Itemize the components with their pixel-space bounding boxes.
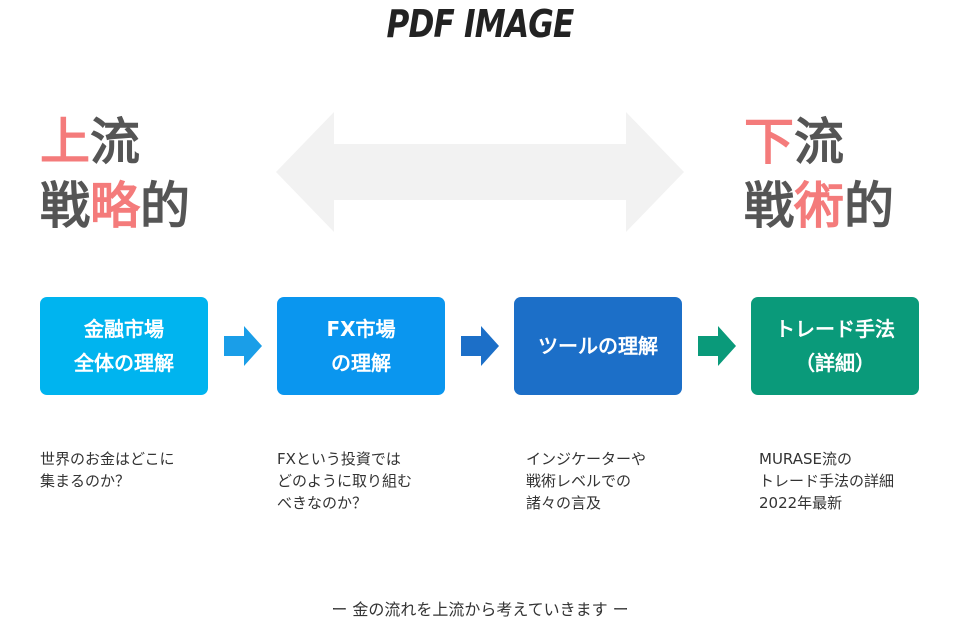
description-line: FXという投資では: [277, 450, 401, 468]
heading-flow-char: 流: [794, 113, 844, 171]
step-box-line2: 全体の理解: [74, 351, 174, 375]
description-line: MURASE流の: [759, 450, 852, 468]
step-description-financial-market: 世界のお金はどこに 集まるのか？: [40, 448, 175, 492]
step-box-fx-market: FX市場 の理解: [277, 297, 445, 395]
step-box-financial-market: 金融市場 全体の理解: [40, 297, 208, 395]
right-arrow-icon: [698, 326, 736, 366]
heading-war-char: 戦: [40, 177, 90, 235]
step-box-line2: の理解: [331, 351, 391, 375]
right-arrow-icon: [461, 326, 499, 366]
step-box-line1: FX市場: [326, 317, 396, 341]
step-box-tools: ツールの理解: [514, 297, 682, 395]
heading-tactics-char: 術: [794, 177, 844, 235]
heading-war-char: 戦: [744, 177, 794, 235]
double-arrow-icon: [276, 112, 684, 232]
description-line: インジケーターや: [526, 450, 647, 468]
page-title: PDF IMAGE: [386, 2, 574, 46]
step-description-tools: インジケーターや 戦術レベルでの 諸々の言及: [526, 448, 646, 514]
step-box-line1: ツールの理解: [538, 334, 658, 358]
downstream-tactics-heading: 下流 戦術的: [744, 110, 894, 238]
heading-adjective-char: 的: [140, 177, 190, 235]
step-description-fx-market: FXという投資では どのように取り組む べきなのか？: [277, 448, 412, 514]
step-box-trade-method: トレード手法 （詳細）: [751, 297, 919, 395]
step-description-trade-method: MURASE流の トレード手法の詳細 2022年最新: [759, 448, 894, 514]
right-arrow-icon: [224, 326, 262, 366]
description-line: 戦術レベルでの: [526, 472, 632, 490]
footer-caption: ー 金の流れを上流から考えていきます ー: [331, 600, 629, 619]
description-line: トレード手法の詳細: [759, 472, 895, 490]
heading-flow-char: 流: [90, 113, 140, 171]
description-line: どのように取り組む: [277, 472, 413, 490]
heading-adjective-char: 的: [844, 177, 894, 235]
description-line: 世界のお金はどこに: [40, 450, 175, 468]
heading-downstream-char: 下: [744, 113, 794, 171]
heading-strategy-char: 略: [90, 177, 140, 235]
step-box-line1: 金融市場: [84, 317, 164, 341]
upstream-strategy-heading: 上流 戦略的: [40, 110, 190, 238]
description-line: 集まるのか？: [40, 472, 131, 490]
description-line: 諸々の言及: [526, 494, 602, 512]
step-box-line2: （詳細）: [795, 351, 875, 375]
heading-upstream-char: 上: [40, 113, 90, 171]
step-box-line1: トレード手法: [775, 317, 895, 341]
description-line: べきなのか？: [277, 494, 368, 512]
description-line: 2022年最新: [759, 494, 843, 512]
